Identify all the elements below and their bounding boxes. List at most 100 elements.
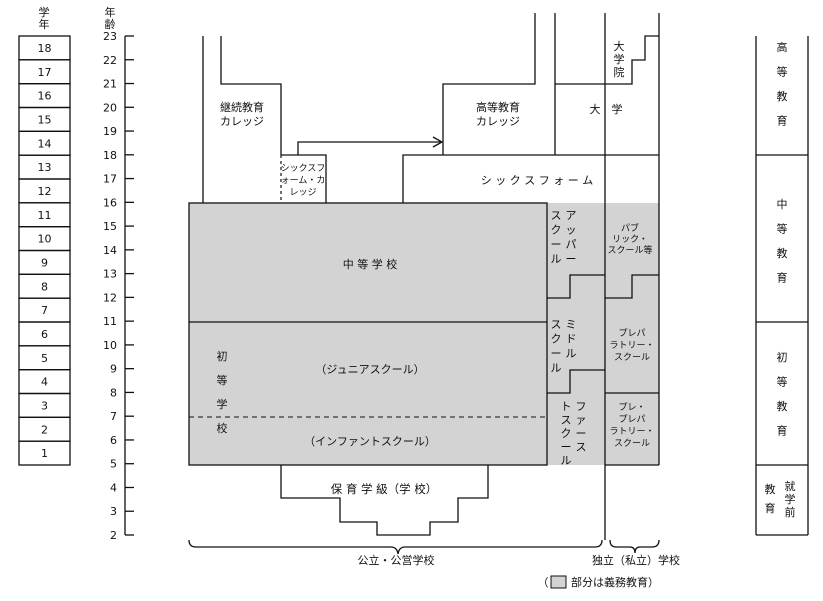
- transfer-arrow: [297, 141, 441, 155]
- age-tick-label: 10: [103, 339, 117, 352]
- higher-ed-college-label: 高等教育: [476, 100, 520, 114]
- age-tick-label: 17: [103, 173, 117, 186]
- age-header-char: 年: [105, 5, 116, 19]
- grade-cell-label: 14: [38, 137, 52, 150]
- compulsory-area: [189, 203, 659, 465]
- first-school-char: ト: [561, 400, 572, 413]
- middle-school-char: ク: [551, 333, 562, 346]
- graduate-school-label: 院: [614, 65, 625, 79]
- sixth-form-college-label: レッジ: [289, 188, 316, 198]
- independent-brace: [609, 539, 660, 554]
- first-school-char: ル: [561, 454, 572, 467]
- grade-cell-label: 17: [38, 66, 52, 79]
- legend-open-paren: （: [538, 576, 549, 589]
- upper-school-char: ー: [551, 238, 562, 251]
- grade-cell-label: 2: [41, 423, 48, 436]
- grade-cell-label: 13: [38, 161, 52, 174]
- prep-school-label: プレパ: [618, 328, 645, 339]
- age-tick-label: 21: [103, 78, 117, 91]
- upper-school-char: ッ: [566, 224, 577, 237]
- grade-cell-label: 12: [38, 185, 52, 198]
- age-tick-label: 7: [110, 410, 117, 423]
- primary-school-char: 学: [217, 397, 228, 411]
- continuing-college-label: 継続教育: [220, 100, 264, 114]
- primary-school-char: 等: [217, 373, 228, 387]
- upper-school-char: パ: [566, 238, 577, 251]
- university-label: 大 学: [590, 102, 623, 116]
- continuing-college-step: [220, 36, 282, 155]
- grade-cell-label: 3: [41, 399, 48, 412]
- age-tick-label: 5: [110, 458, 117, 471]
- upper-school-char: ス: [551, 209, 562, 222]
- sixth-form-label: シ ッ ク ス フ ォ ー ム: [481, 174, 593, 187]
- first-school-char: フ: [576, 400, 587, 413]
- arrowhead-icon: [432, 136, 444, 148]
- public-school-label: リック・: [612, 234, 648, 245]
- stage-preschool-char: 教: [765, 483, 776, 496]
- grade-cell-label: 5: [41, 352, 48, 365]
- grade-cell-label: 16: [38, 90, 52, 103]
- sixth-form-box: [402, 154, 659, 203]
- first-school-char: ス: [561, 414, 572, 427]
- sixth-form-college-label: ォーム・カ: [281, 175, 326, 186]
- middle-school-char: ド: [566, 333, 577, 346]
- stage-higher-char: 教: [777, 90, 788, 103]
- pre-prep-school-label: ラトリー・: [609, 426, 654, 437]
- grade-cell-label: 1: [41, 447, 48, 460]
- age-tick-label: 20: [103, 101, 117, 114]
- stage-preschool-char: 前: [785, 505, 796, 519]
- higher-ed-college-box: [442, 13, 536, 155]
- stage-primary-char: 育: [777, 424, 788, 438]
- public-school-label: パブ: [621, 222, 639, 234]
- middle-school-char: ル: [566, 347, 577, 360]
- stage-primary-char: 等: [777, 375, 788, 389]
- public-compulsory-block: [188, 202, 548, 466]
- stage-secondary-char: 育: [777, 271, 788, 285]
- age-tick-label: 13: [103, 268, 117, 281]
- pre-prep-school-label: スクール: [614, 438, 650, 449]
- age-tick-label: 8: [110, 386, 117, 399]
- age-header-char: 齢: [105, 17, 116, 31]
- age-tick-label: 12: [103, 291, 117, 304]
- upper-middle-step: [547, 274, 605, 299]
- stage-secondary-char: 教: [777, 247, 788, 260]
- grade-cell-label: 8: [41, 280, 48, 293]
- grade-cell-label: 10: [38, 233, 52, 246]
- upper-school-char: ル: [551, 253, 562, 266]
- pre-prep-school-label: プレパ: [618, 414, 645, 425]
- middle-school-char: ス: [551, 318, 562, 331]
- first-school-char: ス: [576, 441, 587, 454]
- grade-cell-label: 15: [38, 113, 52, 126]
- middle-school-char: ー: [551, 347, 562, 360]
- public-brace: [188, 539, 603, 555]
- age-tick-label: 15: [103, 220, 117, 233]
- first-school-char: ー: [561, 441, 572, 454]
- age-tick-label: 9: [110, 363, 117, 376]
- junior-school-label: （ジュニアスクール）: [315, 363, 424, 376]
- age-tick-label: 14: [103, 244, 117, 257]
- public-prep-step: [605, 274, 659, 299]
- continuing-college-label: カレッジ: [220, 115, 264, 128]
- infant-school-label: （インファントスクール）: [304, 435, 436, 448]
- stage-secondary-char: 等: [777, 222, 788, 236]
- pre-prep-school-label: プレ・: [618, 402, 645, 413]
- grade-cell-label: 11: [38, 209, 52, 222]
- upper-school-char: ー: [566, 253, 577, 266]
- nursery-box: [280, 465, 489, 536]
- legend-swatch: [550, 575, 567, 589]
- public-schools-label: 公立・公営学校: [358, 553, 435, 567]
- middle-school-char: ミ: [566, 318, 577, 331]
- secondary-school-label: 中 等 学 校: [343, 257, 398, 271]
- age-tick-label: 18: [103, 149, 117, 162]
- prep-school-label: ラトリー・: [609, 340, 654, 351]
- stage-primary-char: 初: [777, 350, 788, 364]
- age-tick-label: 22: [103, 54, 117, 67]
- graduate-school-label: 学: [614, 52, 625, 66]
- upper-school-char: ク: [551, 224, 562, 237]
- age-tick-label: 3: [110, 505, 117, 518]
- age-tick-label: 23: [103, 30, 117, 43]
- stage-preschool-char: 学: [785, 492, 796, 506]
